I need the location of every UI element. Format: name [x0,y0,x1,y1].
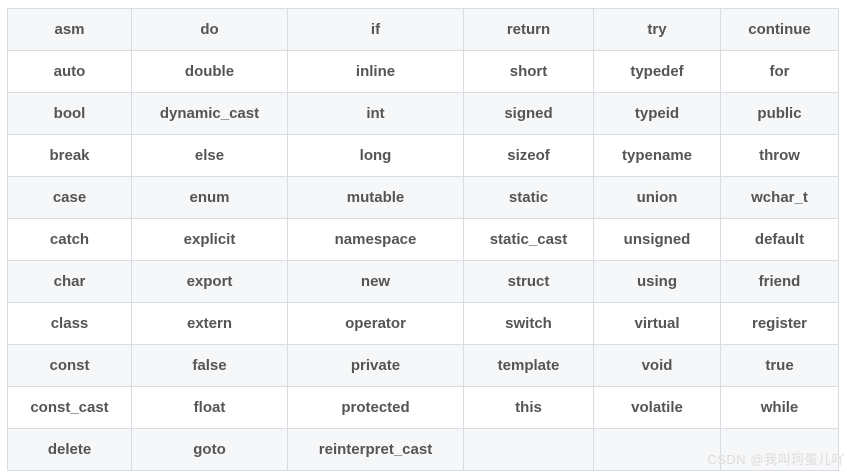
keyword-cell: long [287,134,464,177]
keyword-cell: volatile [593,386,721,429]
keyword-cell: catch [7,218,132,261]
keyword-cell: reinterpret_cast [287,428,464,471]
keyword-cell: inline [287,50,464,93]
keyword-cell: sizeof [463,134,594,177]
keyword-cell: switch [463,302,594,345]
keyword-cell: struct [463,260,594,303]
keyword-cell: case [7,176,132,219]
keyword-cell: this [463,386,594,429]
keyword-cell: char [7,260,132,303]
keyword-cell: friend [720,260,839,303]
keyword-cell: register [720,302,839,345]
keyword-cell: using [593,260,721,303]
keyword-cell: export [131,260,288,303]
keyword-cell [593,428,721,471]
keyword-cell: break [7,134,132,177]
keyword-cell: new [287,260,464,303]
keyword-cell: protected [287,386,464,429]
keyword-cell: int [287,92,464,135]
keyword-cell: bool [7,92,132,135]
keyword-cell: do [131,8,288,51]
keyword-cell: short [463,50,594,93]
keyword-cell: return [463,8,594,51]
keyword-cell: double [131,50,288,93]
keyword-cell: virtual [593,302,721,345]
keyword-cell: float [131,386,288,429]
keyword-cell [720,428,839,471]
keyword-cell: const [7,344,132,387]
keyword-cell: delete [7,428,132,471]
keyword-cell: typedef [593,50,721,93]
keyword-cell: namespace [287,218,464,261]
keyword-cell: dynamic_cast [131,92,288,135]
keyword-cell: wchar_t [720,176,839,219]
keyword-cell: private [287,344,464,387]
keyword-cell: continue [720,8,839,51]
keyword-cell: unsigned [593,218,721,261]
keyword-cell: mutable [287,176,464,219]
keyword-cell: typeid [593,92,721,135]
keyword-cell: template [463,344,594,387]
keyword-cell: auto [7,50,132,93]
keyword-cell: default [720,218,839,261]
keyword-cell: union [593,176,721,219]
keyword-cell: explicit [131,218,288,261]
keyword-cell: try [593,8,721,51]
keyword-cell: const_cast [7,386,132,429]
keyword-cell: public [720,92,839,135]
keyword-cell: true [720,344,839,387]
keyword-cell: signed [463,92,594,135]
keyword-cell: operator [287,302,464,345]
keyword-cell: void [593,344,721,387]
keyword-cell: class [7,302,132,345]
keyword-cell: throw [720,134,839,177]
keyword-cell: static [463,176,594,219]
keyword-cell: goto [131,428,288,471]
keyword-cell: asm [7,8,132,51]
keyword-cell: else [131,134,288,177]
keyword-cell: if [287,8,464,51]
keyword-cell [463,428,594,471]
keyword-cell: enum [131,176,288,219]
keyword-cell: for [720,50,839,93]
keyword-cell: false [131,344,288,387]
keyword-cell: while [720,386,839,429]
keyword-cell: typename [593,134,721,177]
keyword-cell: static_cast [463,218,594,261]
keyword-cell: extern [131,302,288,345]
